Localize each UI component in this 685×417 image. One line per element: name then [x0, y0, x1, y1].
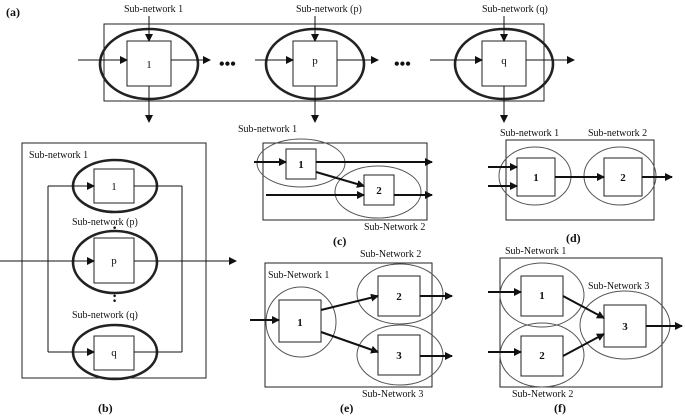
panel-c-node-1-label: 1 [298, 159, 304, 171]
panel-f-ellipse-2 [499, 322, 585, 388]
panel-c-node-2-label: 2 [376, 185, 382, 197]
panel-a-node-p-label: p [312, 55, 318, 67]
panel-a: (a) Sub-network 1 Sub-network (p) Sub-ne… [6, 4, 575, 123]
panel-a-node-q-label: q [501, 55, 507, 67]
panel-f-frame [499, 257, 663, 388]
panel-b: Sub-network 1 Sub-network (p) Sub-networ… [0, 142, 237, 415]
panel-e-label-1: Sub-Network 1 [268, 270, 329, 281]
panel-b-ellipse-p [71, 229, 159, 295]
panel-f-node-2-label: 2 [539, 350, 545, 362]
panel-d: Sub-network 1 Sub-network 2 1 2 (d) [488, 128, 673, 245]
panel-b-node-q-label: q [111, 347, 117, 359]
panel-e-tag: (e) [340, 401, 353, 415]
panel-c-tag: (c) [333, 234, 346, 248]
panel-d-node-1-label: 1 [533, 172, 539, 184]
panel-d-tag: (d) [566, 231, 581, 245]
panel-a-frame [103, 23, 545, 102]
panel-e-frame [264, 262, 433, 388]
panel-b-label-p: Sub-network (p) [72, 217, 138, 228]
panel-e-label-2: Sub-Network 2 [360, 249, 421, 260]
panel-f-node-1-label: 1 [539, 290, 545, 302]
panel-a-tag: (a) [6, 5, 20, 19]
panel-d-frame [505, 139, 655, 221]
panel-b-node-p-label: p [111, 255, 117, 267]
panel-e-ellipse-1 [265, 286, 337, 358]
panel-c: Sub-network 1 1 2 Sub-Network 2 (c) [238, 124, 433, 248]
panel-a-label-1: Sub-network 1 [124, 4, 183, 15]
panel-b-vdots-2: : [112, 289, 117, 306]
panel-e-ellipse-2 [356, 263, 444, 325]
panel-d-node-2-label: 2 [620, 172, 626, 184]
panel-f-tag: (f) [554, 401, 566, 415]
panel-e-node-2-label: 2 [396, 291, 402, 303]
panel-a-label-p: Sub-network (p) [296, 4, 362, 15]
panel-f-label-1: Sub-Network 1 [505, 246, 566, 257]
panel-a-dots-1: ••• [219, 56, 236, 73]
panel-e-node-3-label: 3 [396, 350, 402, 362]
panel-e-node-1-label: 1 [297, 317, 303, 329]
panel-f-label-3: Sub-Network 3 [588, 281, 649, 292]
panel-a-dots-2: ••• [394, 56, 411, 73]
panel-f-node-3-label: 3 [622, 321, 628, 333]
panel-b-tag: (b) [98, 401, 113, 415]
panel-e-label-3: Sub-Network 3 [362, 389, 423, 400]
panel-d-label-2: Sub-network 2 [588, 128, 647, 139]
panel-b-vdots-1: · [112, 220, 117, 237]
panel-c-node-2 [363, 174, 395, 206]
panel-c-label-1: Sub-network 1 [238, 124, 297, 135]
panel-c-label-2: Sub-Network 2 [364, 222, 425, 233]
panel-c-frame [262, 142, 428, 221]
panel-d-label-1: Sub-network 1 [500, 128, 559, 139]
panel-a-node-1-label: 1 [146, 59, 152, 71]
panel-b-label-q: Sub-network (q) [72, 310, 138, 321]
panel-a-label-q: Sub-network (q) [482, 4, 548, 15]
panel-c-ellipse-2 [334, 165, 422, 219]
panel-b-label-1: Sub-network 1 [29, 150, 88, 161]
panel-f: Sub-Network 1 1 2 3 Sub-Network 3 Sub-Ne… [488, 246, 683, 415]
panel-f-ellipse-1 [499, 262, 585, 328]
panel-b-node-1-label: 1 [111, 181, 117, 193]
panel-f-label-2: Sub-Network 2 [512, 389, 573, 400]
panel-e: Sub-Network 2 Sub-Network 1 1 2 3 Sub-Ne… [250, 249, 453, 415]
